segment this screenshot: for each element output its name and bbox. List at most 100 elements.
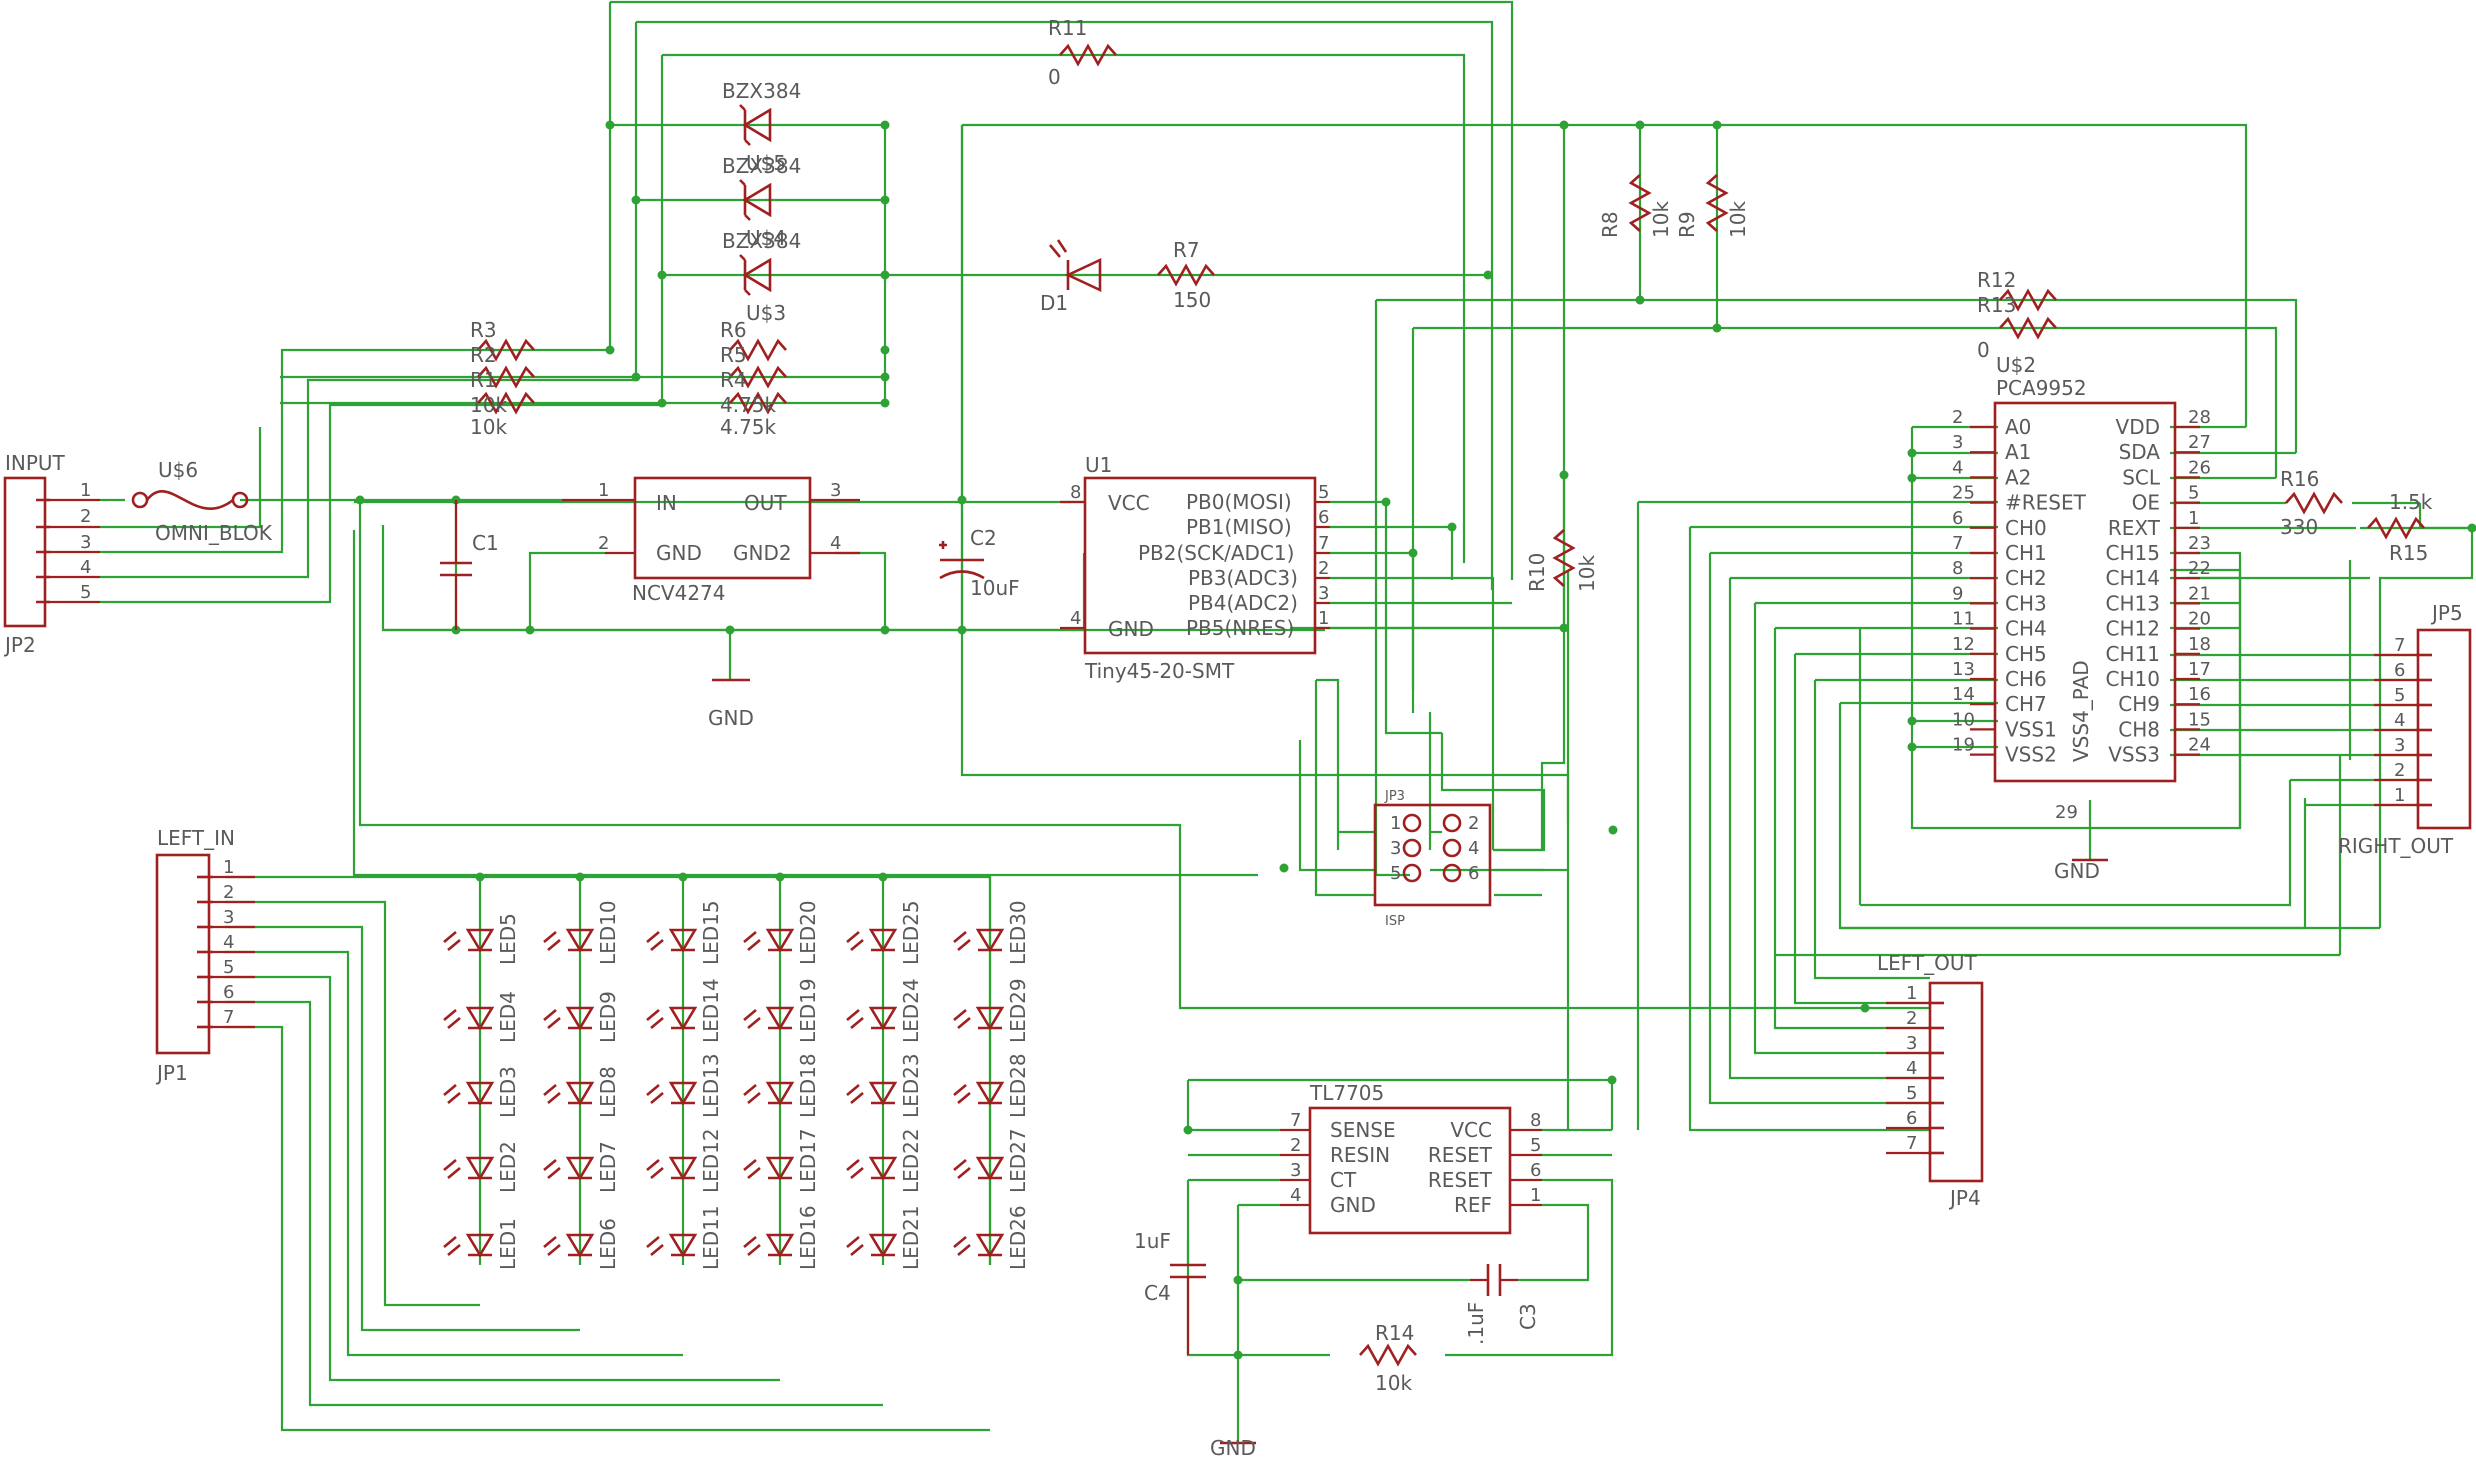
pca-right-label: CH10 bbox=[2106, 667, 2160, 691]
c4-value: 1uF bbox=[1134, 1229, 1171, 1253]
r14-value: 10k bbox=[1375, 1371, 1412, 1395]
led: LED26 bbox=[953, 1205, 1030, 1270]
r8-value: 10k bbox=[1649, 201, 1673, 238]
pca-right-pin: 28 bbox=[2188, 407, 2211, 428]
led: LED25 bbox=[846, 900, 923, 965]
us5-value: BZX384 bbox=[722, 79, 801, 103]
r2-value: 10k bbox=[470, 415, 507, 439]
pca-right-label: SCL bbox=[2122, 465, 2161, 489]
us3-value: BZX384 bbox=[722, 229, 801, 253]
connector-pin-number: 3 bbox=[223, 907, 234, 928]
pca-left-pin: 13 bbox=[1952, 659, 1975, 680]
led-body bbox=[668, 1006, 698, 1031]
isp-pin-4: 4 bbox=[1468, 838, 1479, 859]
connector-pin-number: 2 bbox=[2394, 760, 2405, 781]
led-arrows bbox=[953, 931, 971, 951]
pca-right-pin: 18 bbox=[2188, 634, 2211, 655]
led-body bbox=[765, 928, 795, 953]
led-body bbox=[975, 1081, 1005, 1106]
connector-pin-number: 2 bbox=[1906, 1008, 1917, 1029]
led-label: LED22 bbox=[899, 1128, 923, 1193]
tl-right-label: RESET bbox=[1428, 1168, 1493, 1192]
pca-right-label: CH13 bbox=[2106, 591, 2160, 615]
connector-pin-number: 7 bbox=[223, 1007, 234, 1028]
led-label: LED4 bbox=[496, 991, 520, 1043]
led-body bbox=[975, 1156, 1005, 1181]
led-arrows bbox=[646, 1009, 664, 1029]
pca-left-pin: 2 bbox=[1952, 407, 1963, 428]
led-label: LED19 bbox=[796, 978, 820, 1043]
led-arrows bbox=[543, 1159, 561, 1179]
led: LED11 bbox=[646, 1205, 723, 1270]
led-label: LED25 bbox=[899, 900, 923, 965]
isp-pin-1: 1 bbox=[1390, 813, 1401, 834]
tiny-right-pins: PB0(MOSI) PB1(MISO) PB2(SCK/ADC1) PB3(AD… bbox=[1138, 482, 1329, 640]
led-label: LED11 bbox=[699, 1205, 723, 1270]
c3-value: .1uF bbox=[1464, 1302, 1488, 1345]
led-arrows bbox=[846, 1236, 864, 1256]
led-driver-pca9952: U$2 PCA9952 VSS4_PAD 29 A02A13A24#RESET2… bbox=[1952, 353, 2211, 823]
input-title: INPUT bbox=[5, 451, 66, 475]
led-arrows bbox=[443, 1236, 461, 1256]
input-pin-numbers: 1 2 3 4 5 bbox=[80, 480, 91, 603]
r10-value: 10k bbox=[1575, 555, 1599, 592]
tiny-pin-7: 7 bbox=[1318, 533, 1329, 554]
pca-value: PCA9952 bbox=[1996, 376, 2087, 400]
input-pin-1: 1 bbox=[80, 480, 91, 501]
pca-right-pin: 27 bbox=[2188, 432, 2211, 453]
tl-ref: TL7705 bbox=[1309, 1081, 1384, 1105]
led: LED19 bbox=[743, 978, 820, 1043]
c3-name: C3 bbox=[1516, 1303, 1540, 1330]
input-pin-5: 5 bbox=[80, 582, 91, 603]
pca-left-label: A0 bbox=[2005, 415, 2031, 439]
isp-pin-5: 5 bbox=[1390, 863, 1401, 884]
us6-value: OMNI_BLOK bbox=[155, 521, 273, 545]
led-label: LED12 bbox=[699, 1128, 723, 1193]
tiny-pb2-label: PB2(SCK/ADC1) bbox=[1138, 541, 1294, 565]
r9-value: 10k bbox=[1726, 201, 1750, 238]
led-body bbox=[765, 1156, 795, 1181]
led-label: LED6 bbox=[596, 1218, 620, 1270]
led-label: LED3 bbox=[496, 1066, 520, 1118]
tl-right-pin: 1 bbox=[1530, 1185, 1541, 1206]
led-body bbox=[975, 1233, 1005, 1258]
led-arrows bbox=[646, 1236, 664, 1256]
r3-name: R3 bbox=[470, 318, 497, 342]
pca-right-label: VDD bbox=[2116, 415, 2160, 439]
r2-name: R2 bbox=[470, 343, 497, 367]
tl-left-pin: 4 bbox=[1290, 1185, 1301, 1206]
junctions bbox=[355, 120, 2476, 1360]
d1-name: D1 bbox=[1040, 291, 1068, 315]
led-arrows bbox=[646, 1084, 664, 1104]
resistor-r11: R11 0 bbox=[1048, 16, 1117, 89]
led-label: LED21 bbox=[899, 1205, 923, 1270]
connector-pin-number: 6 bbox=[2394, 660, 2405, 681]
led: LED22 bbox=[846, 1128, 923, 1193]
pca-left-pin: 25 bbox=[1952, 483, 1975, 504]
ncv-gnd2-label: GND2 bbox=[733, 541, 792, 565]
led-arrows bbox=[953, 1084, 971, 1104]
pca-right-pin: 23 bbox=[2188, 533, 2211, 554]
ncv-gnd-label: GND bbox=[656, 541, 702, 565]
gnd-symbol-bottom: GND bbox=[1210, 1436, 1256, 1459]
tl-right-pin: 6 bbox=[1530, 1160, 1541, 1181]
tiny-pb0-label: PB0(MOSI) bbox=[1186, 490, 1292, 514]
led-body bbox=[565, 928, 595, 953]
pca-left-label: VSS2 bbox=[2005, 743, 2057, 767]
connector-pin-number: 4 bbox=[1906, 1058, 1917, 1079]
connector-pin-number: 5 bbox=[223, 957, 234, 978]
led-body bbox=[465, 1006, 495, 1031]
capacitor-c1: C1 bbox=[440, 500, 499, 630]
led-body bbox=[565, 1233, 595, 1258]
led: LED20 bbox=[743, 900, 820, 965]
pca-left-label: CH6 bbox=[2005, 667, 2047, 691]
gnd-pca-label: GND bbox=[2054, 859, 2100, 883]
pca-right-label: CH12 bbox=[2106, 617, 2160, 641]
us4-name: U$4 bbox=[746, 226, 786, 250]
pca-left-label: A1 bbox=[2005, 440, 2031, 464]
led-body bbox=[868, 1081, 898, 1106]
led-label: LED16 bbox=[796, 1205, 820, 1270]
